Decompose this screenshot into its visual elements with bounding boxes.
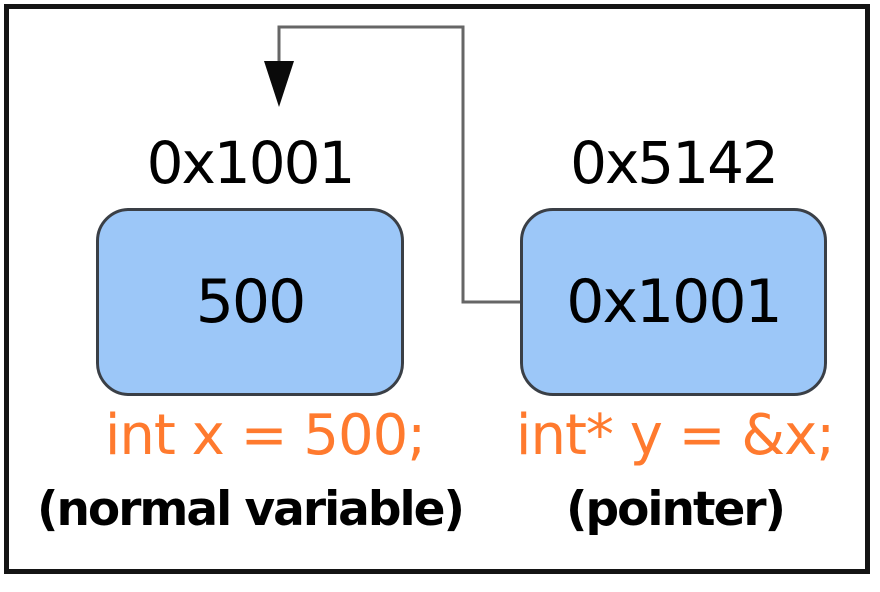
code-label-pointer: int* y = &x; — [515, 403, 835, 468]
memory-box-pointer: 0x1001 — [520, 208, 827, 396]
caption-variable: (normal variable) — [36, 482, 465, 537]
address-label-pointer: 0x5142 — [570, 129, 779, 197]
diagram-frame — [4, 4, 870, 574]
address-label-variable: 0x1001 — [146, 129, 356, 197]
memory-box-variable-value: 500 — [195, 267, 307, 337]
memory-box-variable: 500 — [96, 208, 404, 396]
code-label-variable: int x = 500; — [104, 403, 426, 468]
memory-box-pointer-value: 0x1001 — [566, 267, 782, 337]
caption-pointer: (pointer) — [566, 482, 786, 537]
